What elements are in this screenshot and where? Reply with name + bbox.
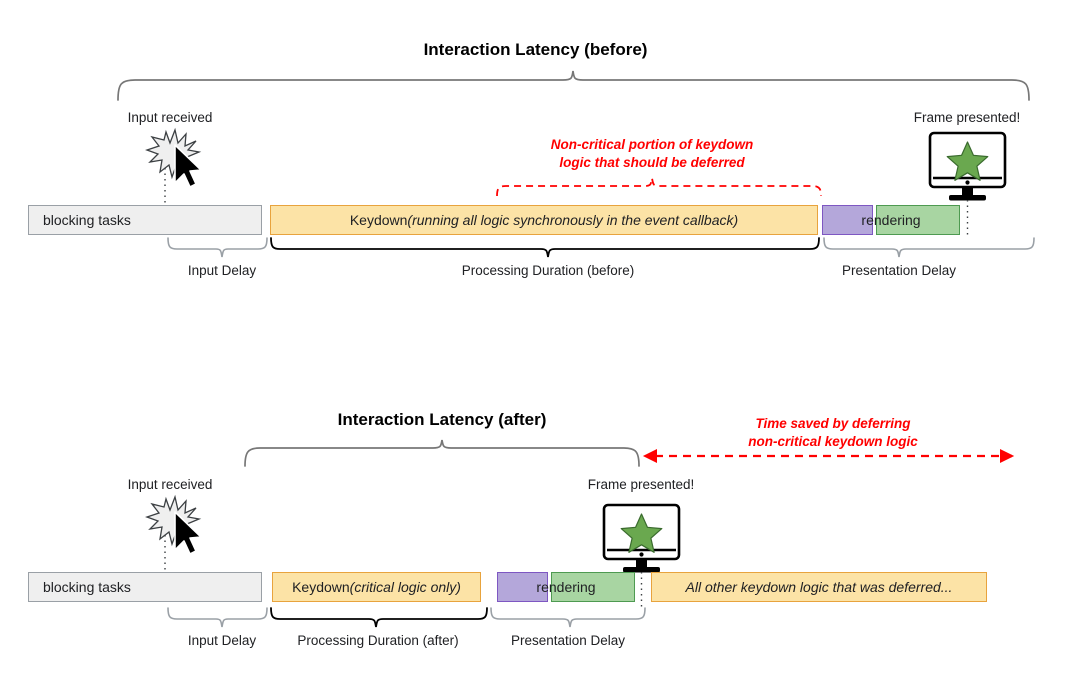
before-keydown-label: Keydown <box>349 212 408 228</box>
after-blocking-tasks-label: blocking tasks <box>43 579 131 595</box>
after-annotation-line1: Time saved by deferring <box>755 416 911 431</box>
before-overall-brace <box>117 70 1030 101</box>
before-title: Interaction Latency (before) <box>423 40 648 59</box>
monitor-icon <box>928 131 1007 201</box>
after-keydown-label: Keydown <box>292 579 350 595</box>
mouse-cursor-icon <box>174 144 202 188</box>
after-input-delay-brace <box>167 607 268 628</box>
before-blocking-tasks-block[interactable]: blocking tasks <box>28 205 262 235</box>
after-phase-processing-duration: Processing Duration (after) <box>297 633 459 648</box>
before-keydown-detail: (running all logic synchronously in the … <box>407 212 739 228</box>
before-presentation-delay-brace <box>823 237 1035 258</box>
after-processing-duration-brace <box>270 607 488 628</box>
before-render-green-block[interactable] <box>876 205 960 235</box>
after-deferred-label: All other keydown logic that was deferre… <box>685 579 953 595</box>
after-render-green-block[interactable] <box>551 572 635 602</box>
monitor-icon <box>602 503 681 573</box>
star-icon <box>620 513 663 553</box>
before-phase-input-delay: Input Delay <box>187 263 257 278</box>
time-saved-annotation: Time saved by deferring non-critical key… <box>654 415 1012 451</box>
after-phase-presentation-delay: Presentation Delay <box>510 633 626 648</box>
before-input-received-label: Input received <box>127 110 213 125</box>
after-keydown-block[interactable]: Keydown (critical logic only) <box>272 572 481 602</box>
after-annotation-line2: non-critical keydown logic <box>748 433 918 449</box>
after-phase-input-delay: Input Delay <box>187 633 257 648</box>
before-annotation-line1: Non-critical portion of keydown <box>550 137 754 152</box>
before-phase-presentation-delay: Presentation Delay <box>841 263 957 278</box>
before-processing-duration-brace <box>270 237 820 258</box>
after-overall-brace <box>244 439 640 467</box>
star-icon <box>946 141 989 181</box>
before-input-delay-brace <box>167 237 268 258</box>
after-render-purple-block[interactable] <box>497 572 548 602</box>
before-blocking-tasks-label: blocking tasks <box>43 212 131 228</box>
after-input-received-label: Input received <box>127 477 213 492</box>
after-keydown-detail: (critical logic only) <box>349 579 461 595</box>
after-presentation-delay-brace <box>490 607 646 628</box>
before-deferred-red-brace <box>496 177 822 197</box>
before-annotation-line2: logic that should be deferred <box>559 154 745 170</box>
mouse-cursor-icon <box>174 511 202 555</box>
after-frame-presented-label: Frame presented! <box>587 477 695 492</box>
before-render-purple-block[interactable] <box>822 205 873 235</box>
before-frame-presented-label: Frame presented! <box>913 110 1021 125</box>
before-deferred-annotation: Non-critical portion of keydown logic th… <box>442 136 862 172</box>
after-deferred-block[interactable]: All other keydown logic that was deferre… <box>651 572 987 602</box>
after-title: Interaction Latency (after) <box>337 410 547 429</box>
after-blocking-tasks-block[interactable]: blocking tasks <box>28 572 262 602</box>
before-keydown-block[interactable]: Keydown (running all logic synchronously… <box>270 205 818 235</box>
before-phase-processing-duration: Processing Duration (before) <box>461 263 635 278</box>
